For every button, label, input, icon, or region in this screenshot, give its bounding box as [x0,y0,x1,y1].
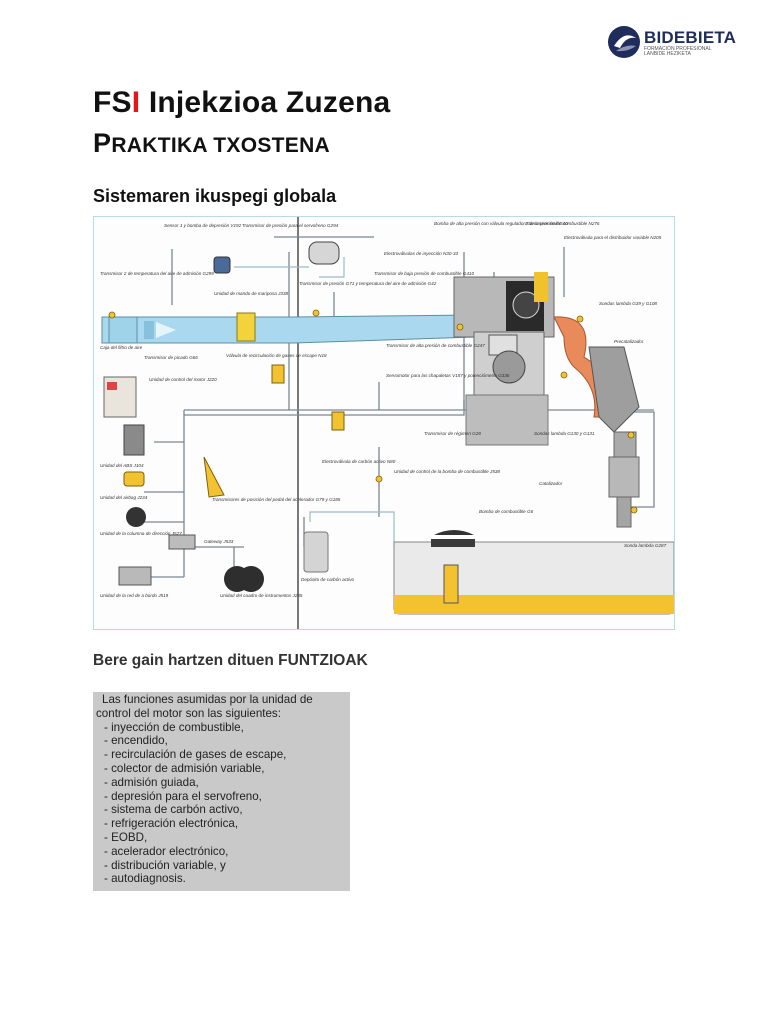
diagram-label: Gateway J533 [204,539,234,544]
list-item: inyección de combustible, [104,721,350,735]
diagram-label: Catalizador [539,481,563,486]
diagram-label: Válvula de recirculación de gases de esc… [226,353,327,358]
diagram-label: Unidad de mando de mariposa J338 [214,291,289,296]
diagram-label: Transmisor de alta presión de combustibl… [386,343,485,348]
list-item: autodiagnosis. [104,872,350,886]
functions-box: Las funciones asumidas por la unidad de … [93,692,350,891]
list-item: acelerador electrónico, [104,845,350,859]
logo-tagline: FORMACIÓN PROFESIONAL LANBIDE HEZIKETA [644,46,712,57]
diagram-label: Electroválvula para el distribuidor vari… [564,235,662,240]
diagram-label: Unidad de la columna de dirección J527 [100,531,182,536]
list-item: admisión guiada, [104,776,350,790]
list-item: refrigeración electrónica, [104,817,350,831]
list-item: recirculación de gases de escape, [104,748,350,762]
diagram-label: Bomba de alta presión con válvula regula… [434,221,600,226]
diagram-label: Transmisor 2 de temperatura del aire de … [100,271,214,276]
list-item: EOBD, [104,831,350,845]
diagram-label: Depósito de carbón activo [301,577,355,582]
diagram-svg: Sensor 1 y bomba de depresión V192 Trans… [100,217,675,629]
diagram-label: Unidad de control de la bomba de combust… [394,469,500,474]
fsi-system-diagram: Sensor 1 y bomba de depresión V192 Trans… [93,216,675,630]
logo-mark-icon [608,26,640,58]
diagram-label: Sonda lambda G287 [624,543,667,548]
diagram-label: Unidad del airbag J234 [100,495,148,500]
list-item: colector de admisión variable, [104,762,350,776]
list-item: depresión para el servofreno, [104,790,350,804]
diagram-label: Transmisor de picado G66 [144,355,198,360]
page-subtitle: PRAKTIKA TXOSTENA [93,128,330,158]
functions-intro: Las funciones asumidas por la unidad de … [96,693,313,720]
diagram-label: Sondas lambda G130 y G131 [534,431,595,436]
company-logo: BIDEBIETA FORMACIÓN PROFESIONAL LANBIDE … [606,22,736,62]
diagram-label: Unidad del cuadro de instrumentos J285 [220,593,303,598]
section-heading-functions: Bere gain hartzen dituen FUNTZIOAK [93,652,368,669]
section-heading-overview: Sistemaren ikuspegi globala [93,186,337,206]
diagram-label: Electroválvulas de inyección N30-33 [384,251,458,256]
diagram-label: Caja del filtro de aire [100,345,143,350]
diagram-label: Transmisor de presión G71 y temperatura … [299,281,437,286]
diagram-label: Transmisor Hall G40 [526,221,568,226]
list-item: sistema de carbón activo, [104,803,350,817]
diagram-label: Sensor 1 y bomba de depresión V192 [164,223,242,228]
functions-list: inyección de combustible, encendido, rec… [93,721,350,887]
diagram-label: Electroválvula de carbón activo N80 [322,459,396,464]
list-item: distribución variable, y [104,859,350,873]
diagram-label: Transmisor de régimen G28 [424,431,481,436]
diagram-label: Bomba de combustible G6 [479,509,534,514]
diagram-label: Servomotor para las chapaletas V157 y po… [386,373,510,378]
list-item: encendido, [104,734,350,748]
logo-name: BIDEBIETA [644,28,737,47]
diagram-label: Sondas lambda G39 y G108 [599,301,657,306]
diagram-label: Transmisor de baja presión de combustibl… [374,271,474,276]
diagram-label: Unidad de la red de a bordo J519 [100,593,169,598]
page-title: FSI Injekzioa Zuzena [93,86,391,119]
diagram-label: Unidad del ABS J104 [100,463,144,468]
diagram-label: Transmisor de presión para el servofreno… [242,223,339,228]
diagram-label: Transmisores de posición del pedal del a… [212,497,341,502]
diagram-label: Precatalizador [614,339,644,344]
diagram-label: Unidad de control del motor J220 [149,377,217,382]
